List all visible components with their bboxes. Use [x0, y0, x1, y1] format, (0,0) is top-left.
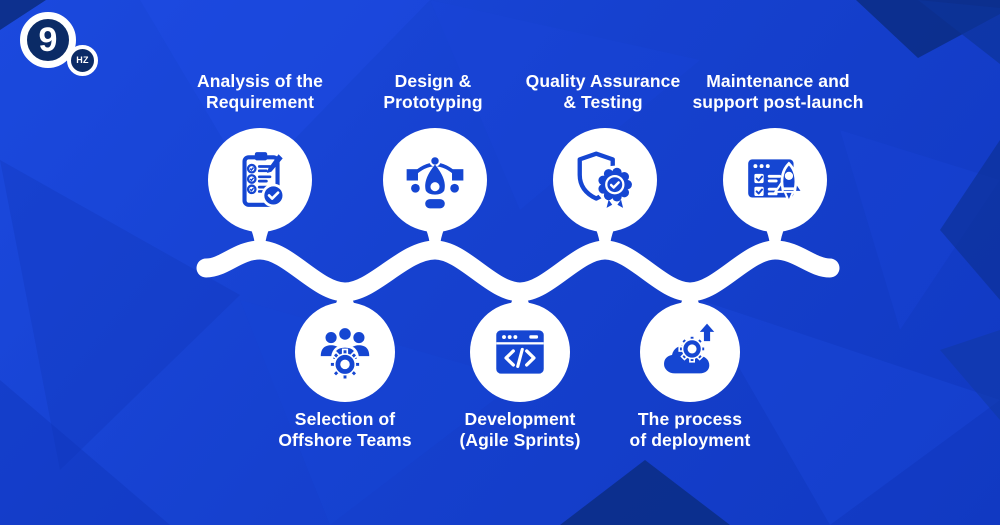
step-label-maintenance: Maintenance and support post-launch — [692, 71, 864, 112]
browser-rocket-launch-icon — [748, 159, 805, 205]
step-label-qa-testing: Quality Assurance & Testing — [525, 71, 681, 112]
ninehertz-logo: 9 HZ — [20, 12, 112, 80]
step-label-development: Development (Agile Sprints) — [459, 409, 581, 450]
cloud-deployment-icon — [661, 323, 715, 377]
step-label-analysis: Analysis of the Requirement — [197, 71, 323, 112]
logo-9-circle: 9 — [20, 12, 76, 68]
pen-tool-icon — [406, 155, 464, 209]
step-label-deployment: The process of deployment — [629, 409, 751, 450]
step-label-offshore-teams: Selection of Offshore Teams — [278, 409, 412, 450]
shield-certificate-icon — [577, 151, 634, 208]
logo-hz-circle: HZ — [67, 45, 98, 76]
logo-9-text: 9 — [38, 21, 58, 59]
team-gear-icon — [320, 326, 370, 381]
code-window-icon — [496, 330, 544, 374]
clipboard-checklist-icon — [242, 152, 286, 208]
logo-hz-text: HZ — [76, 55, 89, 65]
step-label-design-prototyping: Design & Prototyping — [383, 71, 483, 112]
